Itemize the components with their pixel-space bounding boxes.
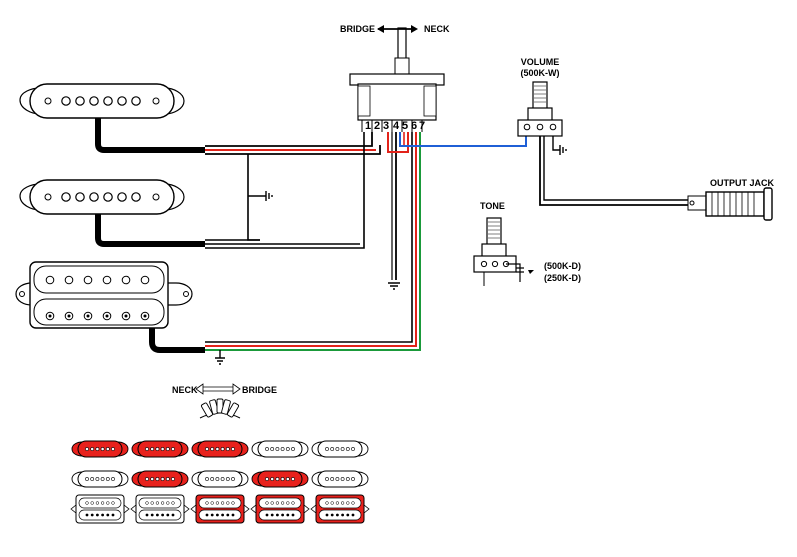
selector-neck-label: NECK — [172, 385, 198, 395]
volume-pot — [517, 81, 567, 155]
position-1-bridge-pickup — [70, 494, 130, 524]
neck-pickup-cable — [95, 118, 205, 153]
selector-bridge-label: BRIDGE — [242, 385, 278, 395]
neck-pickup — [19, 83, 185, 119]
bridge-neck-arrow-icon — [377, 25, 418, 33]
position-1-neck-pickup — [71, 440, 129, 458]
position-1-middle-pickup — [71, 470, 129, 488]
middle-pickup-cable — [95, 214, 205, 247]
middle-pickup-wires — [205, 132, 365, 249]
switch-terminal-6: 6 — [411, 120, 417, 132]
switch-terminal-3: 3 — [383, 120, 389, 132]
position-5-neck-pickup — [311, 440, 369, 458]
position-3-neck-pickup — [191, 440, 249, 458]
switch-jumpers — [387, 132, 409, 290]
switch-terminal-7: 7 — [419, 120, 425, 132]
five-way-switch — [349, 27, 445, 132]
switch-terminal-1: 1 — [365, 120, 371, 132]
position-4-middle-pickup — [251, 470, 309, 488]
selector-arrow-icon — [195, 383, 241, 395]
tone-value-b: (250K-D) — [544, 273, 582, 283]
position-4-neck-pickup — [251, 440, 309, 458]
position-4-bridge-pickup — [250, 494, 310, 524]
position-5-middle-pickup — [311, 470, 369, 488]
switch-bridge-label: BRIDGE — [340, 24, 376, 34]
switch-position-grid — [70, 440, 370, 524]
selector-fan-icon — [199, 398, 241, 419]
bridge-humbucker — [15, 261, 193, 329]
bridge-pickup-cable — [149, 328, 205, 353]
position-2-middle-pickup — [131, 470, 189, 488]
position-2-bridge-pickup — [130, 494, 190, 524]
volume-title: VOLUME — [520, 57, 560, 67]
volume-to-jack-wire — [539, 136, 690, 206]
position-2-neck-pickup — [131, 440, 189, 458]
volume-value: (500K-W) — [520, 68, 560, 78]
position-5-bridge-pickup — [310, 494, 370, 524]
position-3-bridge-pickup — [190, 494, 250, 524]
tone-title: TONE — [480, 201, 505, 211]
tone-value-a: (500K-D) — [544, 261, 582, 271]
middle-pickup — [19, 179, 185, 215]
output-jack — [687, 187, 773, 221]
tone-pot — [473, 217, 534, 286]
switch-to-volume-wire — [399, 132, 527, 147]
switch-terminal-2: 2 — [374, 120, 380, 132]
bridge-pickup-wires — [205, 132, 421, 365]
position-3-middle-pickup — [191, 470, 249, 488]
switch-terminal-labels: 1 2 3 4 5 6 7 — [365, 120, 425, 132]
switch-terminal-4: 4 — [393, 120, 400, 132]
output-jack-label: OUTPUT JACK — [710, 178, 775, 188]
neck-pickup-wires — [205, 132, 381, 155]
switch-neck-label: NECK — [424, 24, 450, 34]
switch-terminal-5: 5 — [402, 120, 408, 132]
